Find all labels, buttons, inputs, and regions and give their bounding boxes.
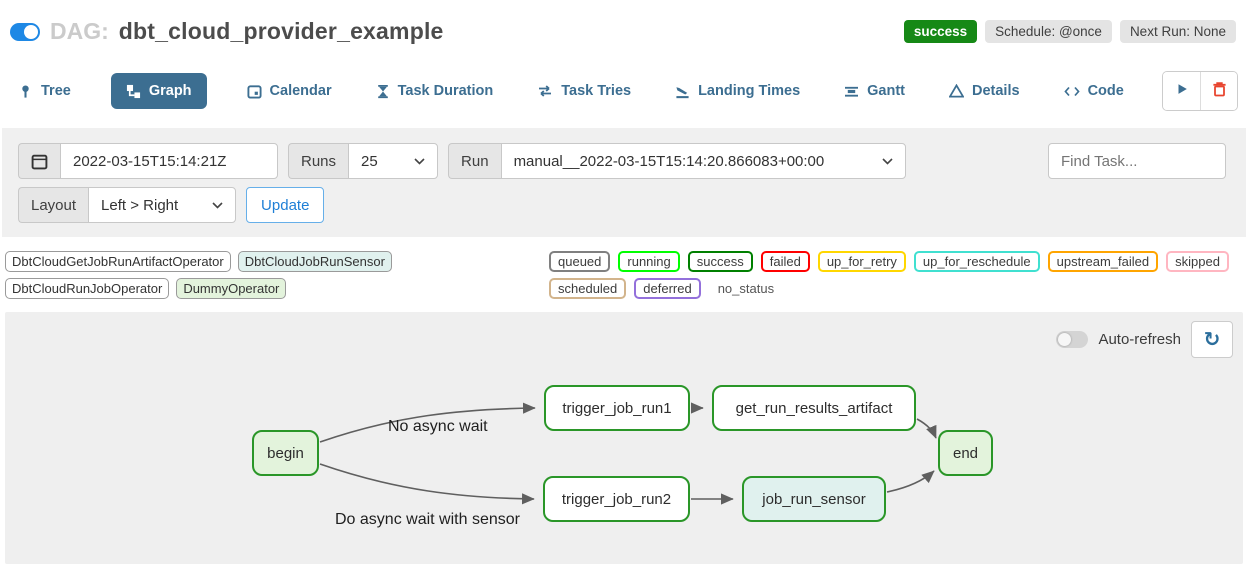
task-node-trigger-job-run1[interactable]: trigger_job_run1 [544,385,690,431]
status-badge-skipped: skipped [1166,251,1229,272]
trigger-dag-button[interactable] [1163,72,1200,110]
code-icon [1063,85,1080,98]
tab-landing-times[interactable]: Landing Times [675,83,800,99]
dag-status-badge[interactable]: success [903,20,978,43]
tab-tree[interactable]: Tree [18,83,71,99]
status-badge-success: success [687,251,753,272]
calendar-addon-icon[interactable] [18,143,60,179]
auto-refresh-label: Auto-refresh [1098,331,1181,348]
toggle-knob [24,24,38,39]
base-date-input[interactable] [60,143,278,179]
tab-graph[interactable]: Graph [110,73,207,109]
status-badge-deferred: deferred [634,278,701,299]
status-legend: queued running success failed up_for_ret… [549,251,1243,299]
layout-select[interactable]: Left > Right [88,187,237,223]
status-badge-up-for-retry: up_for_retry [817,251,906,272]
graph-icon [126,84,141,99]
legend: DbtCloudGetJobRunArtifactOperator DbtClo… [5,251,1243,299]
dag-title: dbt_cloud_provider_example [118,18,444,44]
dag-pause-toggle[interactable] [10,22,40,41]
runs-label: Runs [288,143,349,179]
view-tabbar: Tree Graph Calendar Task Duration Task T… [18,71,1238,111]
tab-gantt[interactable]: Gantt [844,83,905,99]
refresh-icon: ↻ [1203,329,1221,351]
run-label: Run [448,143,501,179]
task-node-begin[interactable]: begin [252,430,319,476]
tab-details[interactable]: Details [949,83,1020,99]
run-group: Run manual__2022-03-15T15:14:20.866083+0… [448,143,906,179]
operator-legend: DbtCloudGetJobRunArtifactOperator DbtClo… [5,251,549,299]
operator-badge: DummyOperator [176,278,287,299]
tree-icon [18,84,33,99]
layout-label: Layout [18,187,89,223]
edge-label: Do async wait with sensor [335,511,520,528]
status-badge-failed: failed [760,251,810,272]
dag-graph-panel: Auto-refresh ↻ No async wait Do async wa… [5,312,1243,564]
repeat-icon [537,84,553,98]
edge-artifact-end [916,418,937,439]
schedule-badge[interactable]: Schedule: @once [985,20,1112,43]
plane-landing-icon [675,84,690,99]
chevron-down-icon [881,157,893,165]
base-date-group [18,143,278,179]
operator-badge: DbtCloudJobRunSensor [237,251,392,272]
tab-task-duration[interactable]: Task Duration [376,83,493,99]
task-node-job-run-sensor[interactable]: job_run_sensor [742,476,886,522]
task-node-trigger-job-run2[interactable]: trigger_job_run2 [543,476,690,522]
edge-begin-run1 [319,402,536,443]
triangle-details-icon [949,84,964,98]
chevron-down-icon [414,157,425,165]
status-badge-upstream-failed: upstream_failed [1047,251,1159,272]
calendar-icon [247,84,262,99]
gantt-icon [844,85,859,98]
status-badge-scheduled: scheduled [549,278,627,299]
status-badge-no-status: no_status [717,281,775,296]
status-badge-up-for-reschedule: up_for_reschedule [913,251,1040,272]
auto-refresh-toggle[interactable] [1056,331,1089,348]
refresh-button[interactable]: ↻ [1191,321,1233,358]
dag-edges [319,402,937,505]
hourglass-icon [376,84,390,99]
status-badge-queued: queued [549,251,611,272]
edge-begin-run2 [319,463,535,505]
run-select[interactable]: manual__2022-03-15T15:14:20.866083+00:00 [500,143,906,179]
task-node-get-run-results-artifact[interactable]: get_run_results_artifact [712,385,916,431]
runs-group: Runs 25 [288,143,439,179]
dag-header: DAG: dbt_cloud_provider_example success … [0,0,1248,45]
find-task-input[interactable] [1048,143,1226,179]
chevron-down-icon [212,201,223,209]
next-run-badge: Next Run: None [1119,20,1236,43]
runs-select[interactable]: 25 [348,143,439,179]
trash-icon [1212,81,1227,102]
update-button[interactable]: Update [246,187,325,223]
layout-group: Layout Left > Right [18,187,237,223]
filter-panel: Runs 25 Run manual__2022-03-15T15:14:20.… [2,128,1246,237]
edge-label: No async wait [388,418,488,435]
delete-dag-button[interactable] [1200,72,1237,110]
dag-label: DAG: [50,18,109,44]
dag-action-buttons [1162,71,1238,111]
toggle-knob [1058,333,1072,346]
task-node-end[interactable]: end [938,430,993,476]
tab-calendar[interactable]: Calendar [247,83,332,99]
tab-task-tries[interactable]: Task Tries [537,83,631,99]
operator-badge: DbtCloudRunJobOperator [5,278,170,299]
tab-code[interactable]: Code [1063,83,1124,99]
operator-badge: DbtCloudGetJobRunArtifactOperator [5,251,231,272]
edge-sensor-end [886,470,935,493]
status-badge-running: running [618,251,680,272]
play-icon [1175,82,1189,101]
